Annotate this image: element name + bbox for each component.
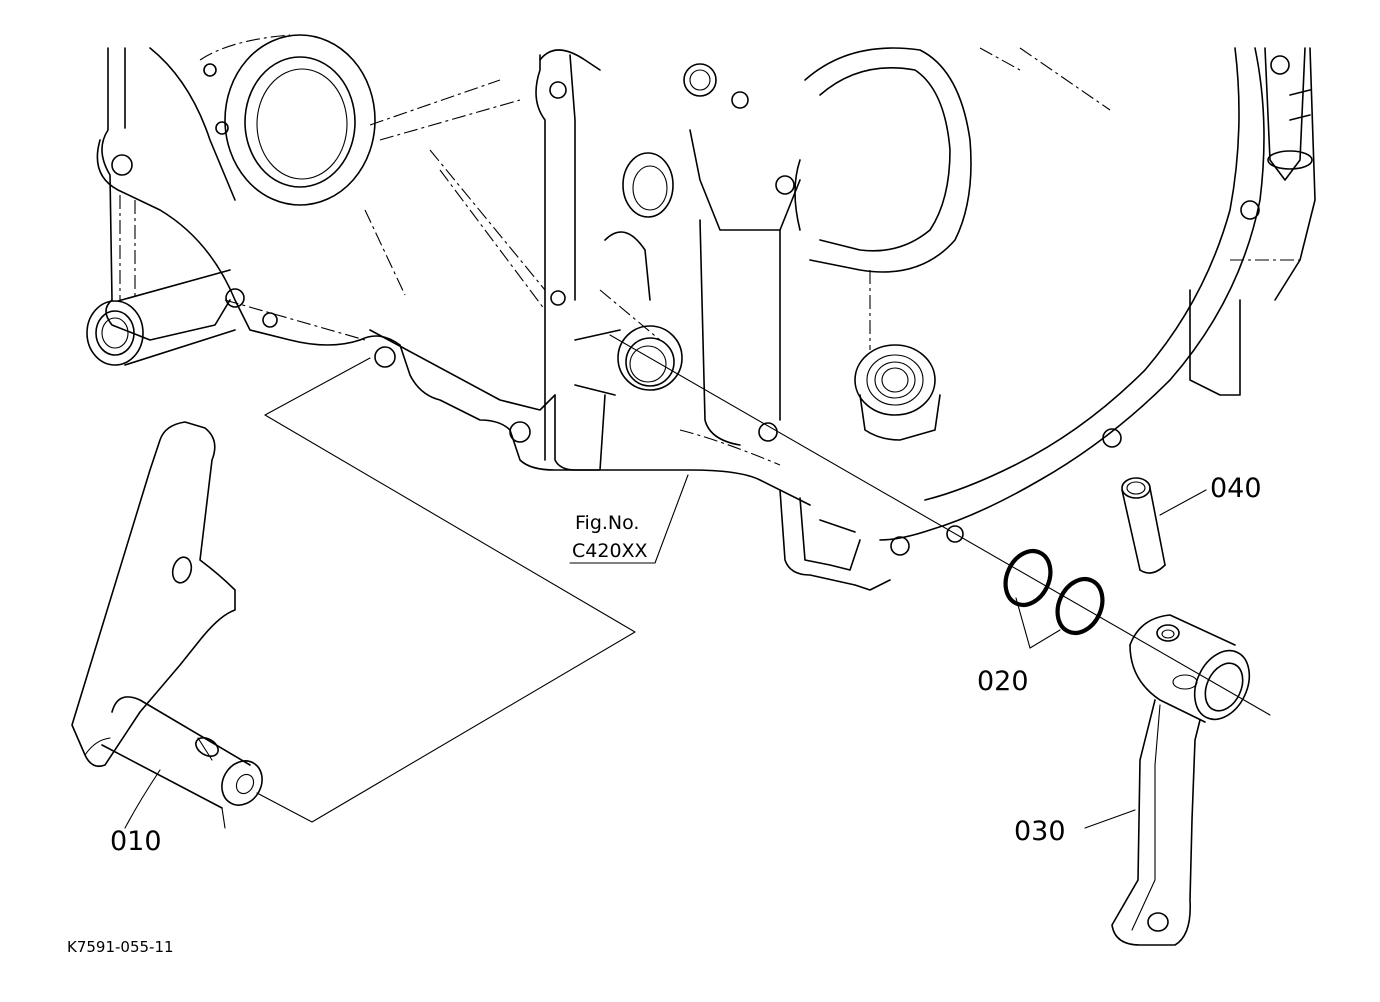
callout-010: 010 — [110, 826, 162, 857]
part-040-spring-pin — [1121, 477, 1166, 574]
gear-case-housing — [86, 34, 1316, 591]
part-030-lever — [1111, 614, 1251, 946]
callout-040: 040 — [1210, 473, 1262, 504]
callout-030: 030 — [1014, 816, 1066, 847]
drawing-code: K7591-055-11 — [67, 938, 174, 956]
fig-number-label[interactable]: Fig.No. — [575, 512, 639, 534]
assembly-axis-line — [609, 334, 1271, 716]
callout-020: 020 — [977, 666, 1029, 697]
leader-lines — [124, 489, 1207, 829]
fig-number-code[interactable]: C420XX — [572, 540, 648, 562]
fig-reference-outline — [256, 357, 689, 823]
part-020-o-rings — [1003, 549, 1105, 635]
part-010-lever-shaft — [71, 421, 263, 809]
